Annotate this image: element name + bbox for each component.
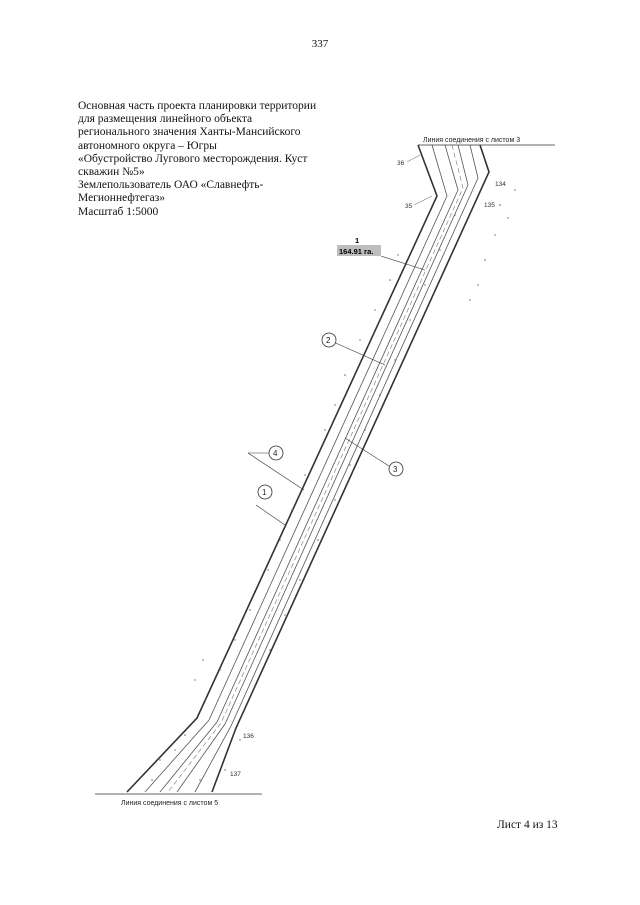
callout-2: 2 xyxy=(321,332,386,366)
point-label: 36 xyxy=(397,160,405,167)
point-label: 134 xyxy=(495,181,506,188)
svg-text:3: 3 xyxy=(393,465,398,474)
road-line xyxy=(159,144,459,793)
area-id: 1 xyxy=(355,236,359,245)
title-line: «Обустройство Лугового месторождения. Ку… xyxy=(78,152,308,165)
corridor-boundary-left xyxy=(126,144,438,793)
title-line: Землепользователь ОАО «Славнефть- xyxy=(78,179,264,192)
road-line xyxy=(176,144,469,793)
road-line xyxy=(144,144,448,793)
road-centerline xyxy=(167,144,464,793)
title-line: регионального значения Ханты-Мансийского xyxy=(78,126,301,139)
point-label: 136 xyxy=(243,733,254,740)
title-line: Мегионнефтегаз» xyxy=(78,192,166,205)
corridor-boundary-right xyxy=(211,144,490,793)
callout-1: 1 xyxy=(255,484,286,526)
join-label-top: Линия соединения с листом 3 xyxy=(423,137,520,144)
road-line xyxy=(194,144,479,793)
svg-text:2: 2 xyxy=(326,336,331,345)
point-label: 35 xyxy=(405,203,413,210)
point-label: 135 xyxy=(484,202,495,209)
point-label: 137 xyxy=(230,771,241,778)
callout-4: 4 xyxy=(247,445,305,491)
area-label-highlight xyxy=(337,245,381,256)
title-line: скважин №5» xyxy=(78,166,145,179)
title-line: для размещения линейного объекта xyxy=(78,113,253,126)
title-line: Масштаб 1:5000 xyxy=(78,205,159,218)
title-line: Основная часть проекта планировки террит… xyxy=(78,100,317,112)
svg-text:1: 1 xyxy=(262,488,267,497)
title-block: Основная часть проекта планировки террит… xyxy=(78,100,348,219)
area-label: 1 164.91 га. xyxy=(337,236,426,271)
sheet-label: Лист 4 из 13 xyxy=(497,819,558,831)
svg-text:4: 4 xyxy=(273,449,278,458)
terrain-texture xyxy=(151,189,516,781)
join-label-bottom: Линия соединения с листом 5 xyxy=(121,800,218,807)
area-value: 164.91 га. xyxy=(339,247,373,256)
title-line: автономного округа – Югры xyxy=(78,139,217,152)
callout-3: 3 xyxy=(344,437,404,477)
page-number: 337 xyxy=(311,38,329,50)
